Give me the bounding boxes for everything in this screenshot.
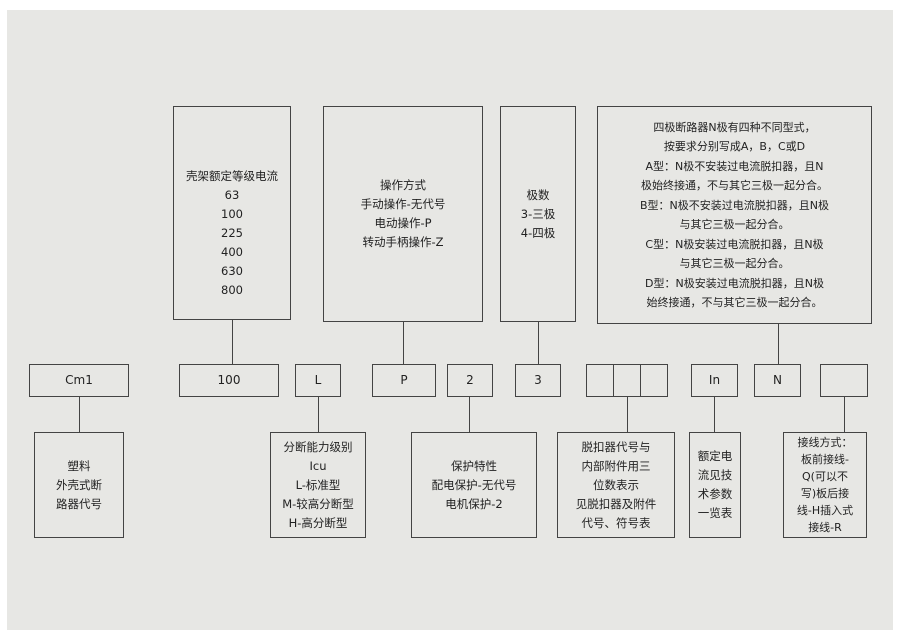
rated-current-line: 额定电 bbox=[697, 449, 733, 463]
operation-line: 手动操作-无代号 bbox=[360, 197, 446, 211]
code-in-text: In bbox=[708, 373, 721, 387]
release-line: 见脱扣器及附件 bbox=[575, 496, 657, 511]
code-protection: 2 bbox=[447, 364, 493, 397]
four-pole-n-line: 按要求分别写成A，B，C或D bbox=[663, 140, 806, 153]
product-line: 路器代号 bbox=[56, 496, 102, 511]
release-line: 脱扣器代号与 bbox=[581, 439, 651, 454]
connector-protection bbox=[469, 397, 470, 432]
rated-current-box: 额定电 流见技 术参数 一览表 bbox=[689, 432, 741, 538]
rated-current-line: 流见技 bbox=[697, 468, 733, 482]
code-in: In bbox=[691, 364, 738, 397]
operation-line: 转动手柄操作-Z bbox=[362, 235, 444, 249]
release-box: 脱扣器代号与 内部附件用三 位数表示 见脱扣器及附件 代号、符号表 bbox=[557, 432, 675, 538]
code-current: 100 bbox=[179, 364, 279, 397]
code-protection-text: 2 bbox=[466, 373, 474, 387]
breaking-box: 分断能力级别 Icu L-标准型 M-较高分断型 H-高分断型 bbox=[270, 432, 366, 538]
connector-breaking bbox=[318, 397, 319, 432]
frame-current-title: 壳架额定等级电流 bbox=[186, 168, 278, 183]
code-current-text: 100 bbox=[217, 373, 241, 387]
four-pole-n-line: 与其它三极一起分合。 bbox=[679, 218, 790, 231]
four-pole-n-line: 与其它三极一起分合。 bbox=[679, 257, 790, 270]
protection-line: 电机保护-2 bbox=[445, 496, 503, 511]
connection-line: 板前接线- bbox=[801, 453, 849, 466]
operation-line: 操作方式 bbox=[380, 178, 426, 192]
product-box: 塑料 外壳式断 路器代号 bbox=[34, 432, 124, 538]
connector-operation bbox=[403, 322, 404, 364]
breaking-line: M-较高分断型 bbox=[282, 496, 354, 511]
connection-line: Q(可以不 bbox=[802, 470, 848, 483]
four-pole-n-box: 四极断路器N极有四种不同型式， 按要求分别写成A，B，C或D A型：N极不安装过… bbox=[597, 106, 872, 324]
code-poles-text: 3 bbox=[534, 373, 542, 387]
four-pole-n-line: D型：N极安装过电流脱扣器，且N极 bbox=[645, 276, 824, 290]
code-poles: 3 bbox=[515, 364, 561, 397]
code-n-type: N bbox=[754, 364, 801, 397]
connection-box: 接线方式： 板前接线- Q(可以不 写)板后接 线-H插入式 接线-R bbox=[783, 432, 867, 538]
poles-box: 极数 3-三极 4-四极 bbox=[500, 106, 576, 322]
breaking-line: L-标准型 bbox=[295, 477, 341, 492]
connector-four-pole-n bbox=[778, 324, 779, 364]
poles-line: 极数 bbox=[526, 187, 550, 202]
frame-current-value: 63 bbox=[224, 187, 240, 202]
frame-current-box: 壳架额定等级电流 63 100 225 400 630 800 bbox=[173, 106, 291, 320]
frame-current-value: 800 bbox=[221, 282, 243, 297]
code-cm1-text: Cm1 bbox=[65, 373, 93, 387]
code-release-cell bbox=[586, 364, 614, 397]
frame-current-value: 100 bbox=[221, 206, 243, 221]
code-connection bbox=[820, 364, 868, 397]
release-line: 代号、符号表 bbox=[581, 515, 651, 530]
release-line: 位数表示 bbox=[593, 477, 639, 492]
poles-line: 3-三极 bbox=[520, 206, 556, 221]
four-pole-n-line: C型：N极安装过电流脱扣器，且N极 bbox=[645, 237, 824, 251]
breaking-line: H-高分断型 bbox=[288, 515, 348, 530]
four-pole-n-line: 始终接通，不与其它三极一起分合。 bbox=[646, 296, 823, 309]
protection-box: 保护特性 配电保护-无代号 电机保护-2 bbox=[411, 432, 537, 538]
connector-connection bbox=[844, 397, 845, 432]
operation-box: 操作方式 手动操作-无代号 电动操作-P 转动手柄操作-Z bbox=[323, 106, 483, 322]
connector-in bbox=[714, 397, 715, 432]
product-line: 外壳式断 bbox=[56, 477, 102, 492]
code-release-cell bbox=[613, 364, 641, 397]
code-operation: P bbox=[372, 364, 436, 397]
connection-line: 接线方式： bbox=[797, 436, 853, 449]
frame-current-value: 400 bbox=[221, 244, 243, 259]
connection-line: 线-H插入式 bbox=[796, 504, 854, 517]
frame-current-value: 225 bbox=[221, 225, 243, 240]
product-line: 塑料 bbox=[67, 458, 91, 473]
rated-current-line: 一览表 bbox=[697, 506, 733, 520]
frame-current-value: 630 bbox=[221, 263, 243, 278]
breaking-line: Icu bbox=[309, 458, 327, 473]
code-release-cell bbox=[640, 364, 668, 397]
connection-line: 接线-R bbox=[808, 521, 842, 534]
breaking-line: 分断能力级别 bbox=[283, 439, 353, 454]
protection-line: 配电保护-无代号 bbox=[431, 477, 517, 492]
connection-line: 写)板后接 bbox=[800, 487, 850, 500]
four-pole-n-line: A型：N极不安装过电流脱扣器，且N bbox=[645, 159, 824, 173]
operation-line: 电动操作-P bbox=[374, 216, 432, 230]
release-line: 内部附件用三 bbox=[581, 458, 651, 473]
code-breaking: L bbox=[295, 364, 341, 397]
poles-line: 4-四极 bbox=[520, 225, 556, 240]
four-pole-n-line: 极始终接通，不与其它三极一起分合。 bbox=[641, 179, 828, 192]
code-breaking-text: L bbox=[314, 373, 322, 387]
protection-line: 保护特性 bbox=[451, 458, 497, 473]
connector-poles bbox=[538, 322, 539, 364]
code-n-type-text: N bbox=[773, 373, 782, 387]
code-cm1: Cm1 bbox=[29, 364, 129, 397]
connector-cm1 bbox=[79, 397, 80, 432]
four-pole-n-line: 四极断路器N极有四种不同型式， bbox=[653, 120, 816, 134]
four-pole-n-line: B型：N极不安装过电流脱扣器，且N极 bbox=[639, 198, 829, 212]
rated-current-line: 术参数 bbox=[697, 487, 733, 501]
frame-current-values: 63 100 225 400 630 800 bbox=[221, 186, 243, 300]
connector-frame-current bbox=[232, 320, 233, 364]
connector-release bbox=[627, 397, 628, 432]
code-operation-text: P bbox=[400, 373, 408, 387]
